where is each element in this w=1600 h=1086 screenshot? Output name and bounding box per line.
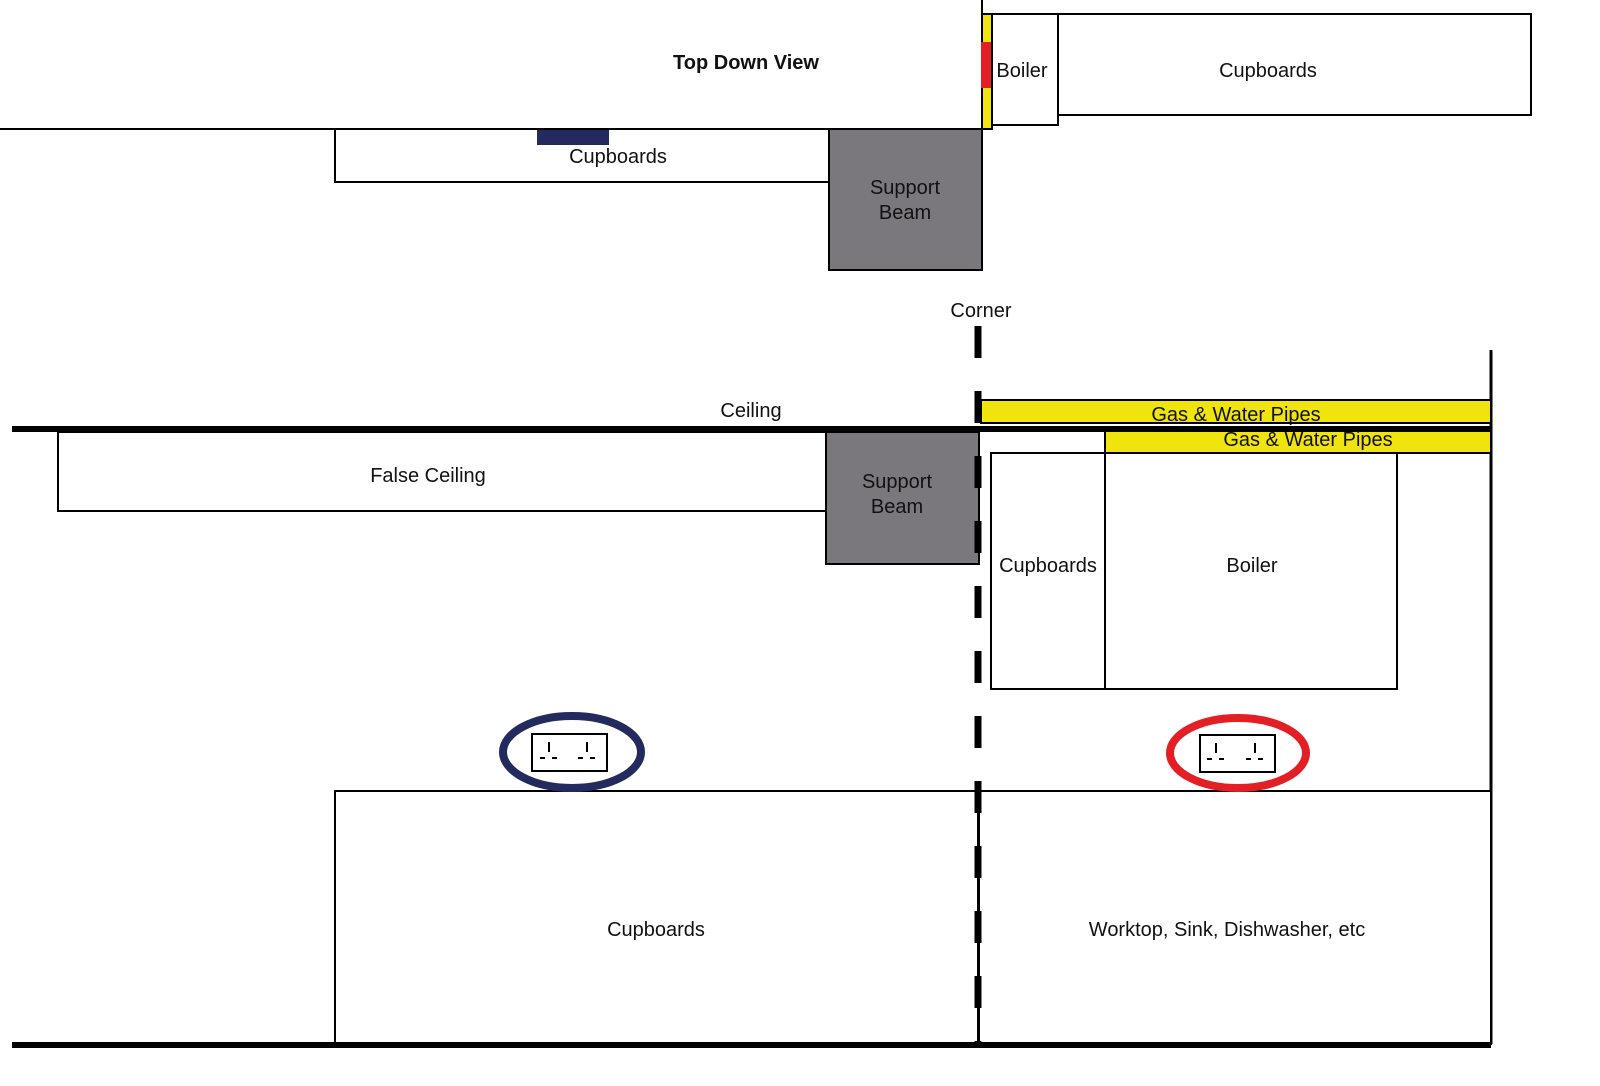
side-support-beam <box>825 431 980 565</box>
pipes-lower-label: Gas & Water Pipes <box>1223 429 1392 451</box>
side-cupboards-small <box>990 452 1106 690</box>
socket-outlet-icon <box>531 733 608 772</box>
blue-highlight-ring <box>499 712 645 792</box>
false-ceiling <box>57 431 828 512</box>
top-boiler <box>991 13 1059 126</box>
top-boiler-marker <box>981 42 992 88</box>
side-boiler-label: Boiler <box>1226 555 1277 577</box>
top-support-beam <box>828 128 983 271</box>
pipes-upper-label: Gas & Water Pipes <box>1151 404 1320 426</box>
top-down-view: Top Down View Cupboards Support Beam Boi… <box>0 0 1532 271</box>
socket-right <box>1166 714 1310 792</box>
side-beam-label-2: Beam <box>871 496 923 518</box>
top-cupboards-right-label: Cupboards <box>1219 60 1317 82</box>
top-beam-label-1: Support <box>870 177 940 199</box>
false-ceiling-label: False Ceiling <box>370 465 486 487</box>
side-boiler <box>1104 452 1398 690</box>
blue-marker <box>537 130 609 145</box>
top-cupboards-right <box>1057 13 1532 116</box>
corner-label: Corner <box>950 300 1011 322</box>
side-beam-label-1: Support <box>862 471 932 493</box>
socket-pins-icon <box>540 742 595 759</box>
socket-outlet-icon <box>1199 734 1276 773</box>
socket-pins-icon <box>1207 743 1263 760</box>
bottom-cupboards-label: Cupboards <box>607 919 705 941</box>
side-view: Ceiling Gas & Water Pipes Gas & Water Pi… <box>12 326 1493 1048</box>
ceiling-label: Ceiling <box>720 400 781 422</box>
red-highlight-ring <box>1166 714 1310 792</box>
worktop-label: Worktop, Sink, Dishwasher, etc <box>1089 919 1365 941</box>
bottom-cupboards <box>334 790 979 1045</box>
top-view-title: Top Down View <box>673 52 819 74</box>
top-cupboards-left-label: Cupboards <box>569 146 667 168</box>
socket-left <box>499 712 645 792</box>
top-boiler-label: Boiler <box>996 60 1047 82</box>
worktop <box>977 790 1492 1045</box>
side-cupboards-small-label: Cupboards <box>999 555 1097 577</box>
top-beam-label-2: Beam <box>879 202 931 224</box>
